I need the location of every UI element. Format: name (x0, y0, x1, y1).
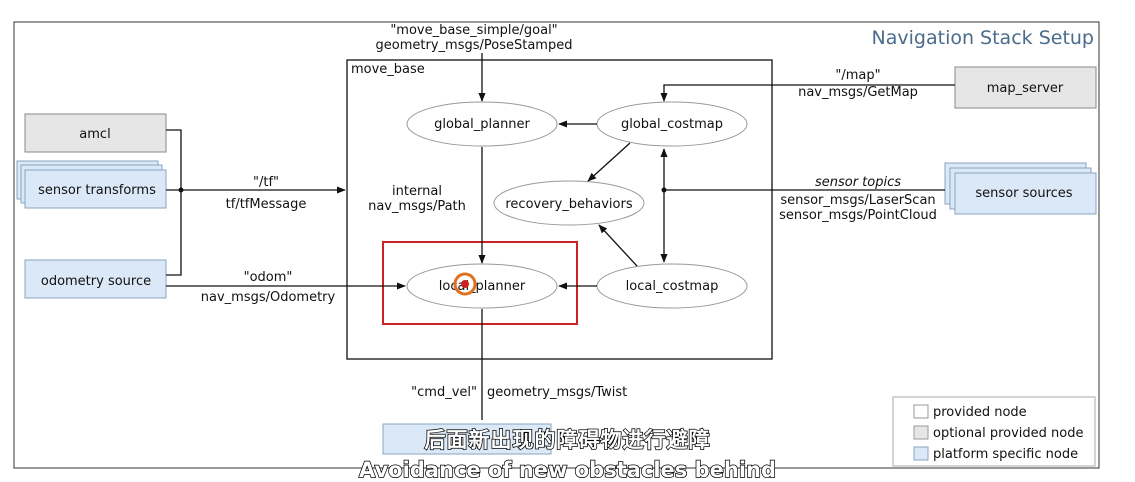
diagram-frame (13, 21, 1100, 469)
legend-provided-swatch (913, 404, 929, 419)
goal-topic-label: "move_base_simple/goal" (390, 23, 557, 38)
tf-bracket (166, 129, 182, 276)
internal-label: internal (392, 184, 442, 199)
cmd-vel-type-label: geometry_msgs/Twist (487, 385, 627, 400)
diagram-title: Navigation Stack Setup (872, 27, 1094, 49)
tf-topic-label: "/tf" (253, 175, 279, 190)
legend-optional-label: optional provided node (933, 426, 1083, 441)
sensor-type-2-label: sensor_msgs/PointCloud (779, 208, 937, 223)
map-type-label: nav_msgs/GetMap (798, 85, 918, 100)
tf-type-label: tf/tfMessage (226, 197, 307, 212)
odom-type-label: nav_msgs/Odometry (201, 290, 336, 305)
map-topic-label: "/map" (835, 68, 880, 83)
legend-provided-label: provided node (933, 405, 1027, 420)
sensor-transforms-label: sensor transforms (38, 183, 156, 198)
global-planner-label: global_planner (434, 117, 530, 132)
recovery-behaviors-label: recovery_behaviors (505, 197, 632, 212)
amcl-node (24, 113, 167, 153)
sensor-sources-label: sensor sources (975, 186, 1072, 201)
map-edge (660, 84, 955, 102)
subtitle-chinese: 后面新出现的障碍物进行避障 (424, 427, 711, 453)
local-planner-node (406, 263, 558, 309)
local-planner-label: local_planner (439, 279, 526, 294)
local-costmap-to-recovery-edge (598, 224, 638, 267)
odom-topic-label: "odom" (244, 270, 293, 285)
odometry-source-label: odometry source (41, 274, 151, 289)
map-server-label: map_server (987, 81, 1064, 96)
global-costmap-label: global_costmap (621, 117, 723, 132)
sensor-topics-label: sensor topics (815, 175, 901, 190)
global-costmap-to-recovery-edge (587, 142, 631, 182)
amcl-label: amcl (79, 127, 110, 142)
recovery-behaviors-node (493, 180, 645, 226)
cmd-vel-topic-label: "cmd_vel" (411, 385, 477, 400)
move-base-container (346, 59, 773, 360)
tf-junction (178, 187, 184, 193)
legend-platform-swatch (913, 446, 929, 461)
map-server-node (954, 66, 1097, 109)
sensor-sources-node (944, 162, 1097, 215)
goal-type-label: geometry_msgs/PoseStamped (376, 38, 573, 53)
move-base-label: move_base (351, 62, 425, 77)
legend-optional-swatch (913, 425, 929, 440)
odometry-source-node (24, 259, 167, 299)
local-planner-highlight (382, 241, 578, 325)
base-controller-node (382, 423, 552, 455)
subtitle-english: Avoidance of new obstacles behind (358, 457, 777, 482)
local-costmap-label: local_costmap (626, 279, 719, 294)
cursor-indicator (453, 272, 477, 296)
global-planner-node (406, 101, 558, 147)
sensor-type-1-label: sensor_msgs/LaserScan (780, 193, 935, 208)
internal-type-label: nav_msgs/Path (368, 199, 466, 214)
legend-platform-label: platform specific node (933, 447, 1078, 462)
sensor-transforms-node (16, 160, 167, 209)
